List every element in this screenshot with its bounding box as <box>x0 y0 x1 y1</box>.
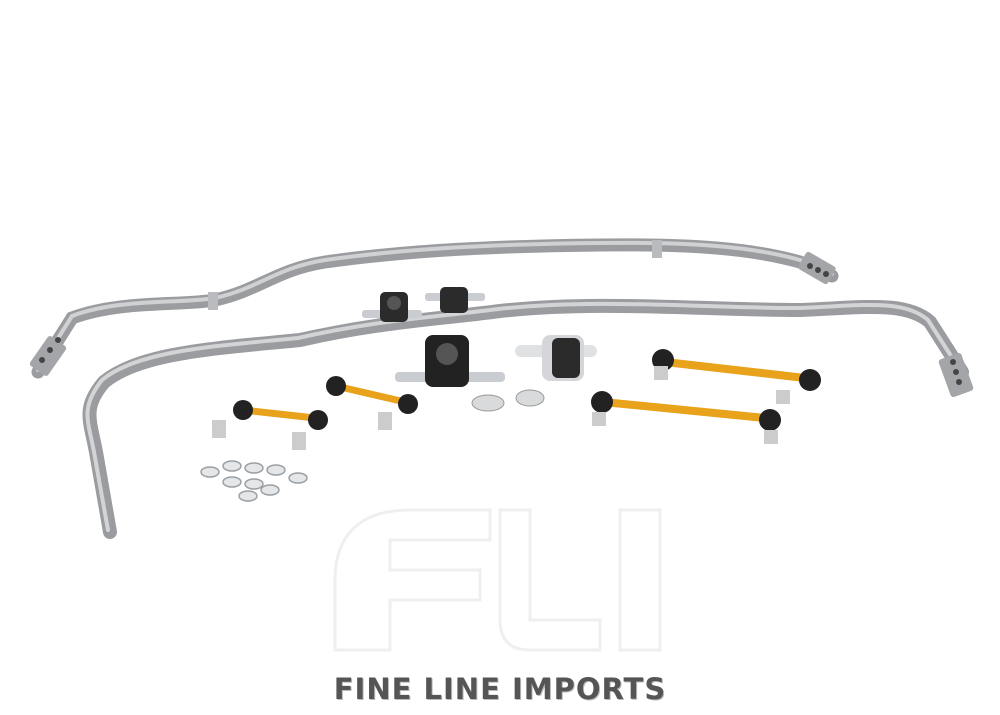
bushing-bracket-2 <box>425 287 485 313</box>
washers <box>200 460 308 502</box>
bushing-bracket-4 <box>515 335 597 381</box>
bar-collars <box>471 389 545 412</box>
bushing-bracket-1 <box>362 292 422 322</box>
end-link-small-2 <box>326 376 418 430</box>
rear-sway-bar <box>29 238 839 379</box>
front-sway-bar <box>82 298 974 539</box>
bushing-bracket-3 <box>395 335 505 387</box>
end-link-large-2 <box>591 391 781 444</box>
end-link-large-1 <box>652 349 821 404</box>
watermark-logo <box>333 508 662 652</box>
end-link-small-1 <box>212 400 328 450</box>
watermark-brand-text: FINE LINE IMPORTS <box>333 672 667 706</box>
